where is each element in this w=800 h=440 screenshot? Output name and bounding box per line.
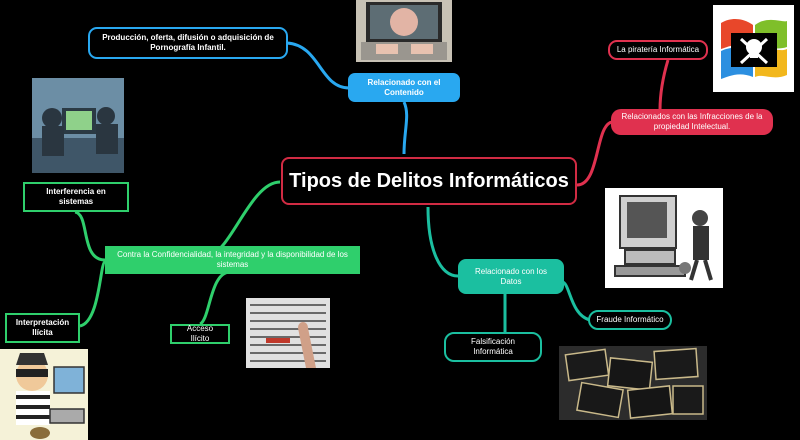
leaf-acceso[interactable]: Acceso Ilícito (170, 324, 230, 344)
central-title[interactable]: Tipos de Delitos Informáticos (281, 157, 577, 205)
windows-pirate-flag (713, 5, 794, 92)
burglar-cartoon (0, 349, 88, 440)
leaf-fraude[interactable]: Fraude Informático (588, 310, 672, 330)
branch-propiedad[interactable]: Relacionados con las Infracciones de la … (611, 109, 773, 135)
leaf-pornografia[interactable]: Producción, oferta, difusión o adquisici… (88, 27, 288, 59)
laptop-photo (356, 0, 452, 62)
leaf-interferencia[interactable]: Interferencia en sistemas (23, 182, 129, 212)
hackers-at-computer (32, 78, 124, 173)
windows-license-stickers (559, 346, 707, 420)
leaf-interpretacion[interactable]: Interpretación Ilícita (5, 313, 80, 343)
leaf-falsificacion[interactable]: Falsificación Informática (444, 332, 542, 362)
branch-contenido[interactable]: Relacionado con el Contenido (348, 73, 460, 102)
computer-thief-cartoon (605, 188, 723, 288)
binary-code-finger (246, 298, 330, 368)
branch-datos[interactable]: Relacionado con los Datos (458, 259, 564, 294)
leaf-pirateria[interactable]: La piratería Informática (608, 40, 708, 60)
branch-confidencialidad[interactable]: Contra la Confidencialidad, la integrida… (105, 246, 360, 274)
